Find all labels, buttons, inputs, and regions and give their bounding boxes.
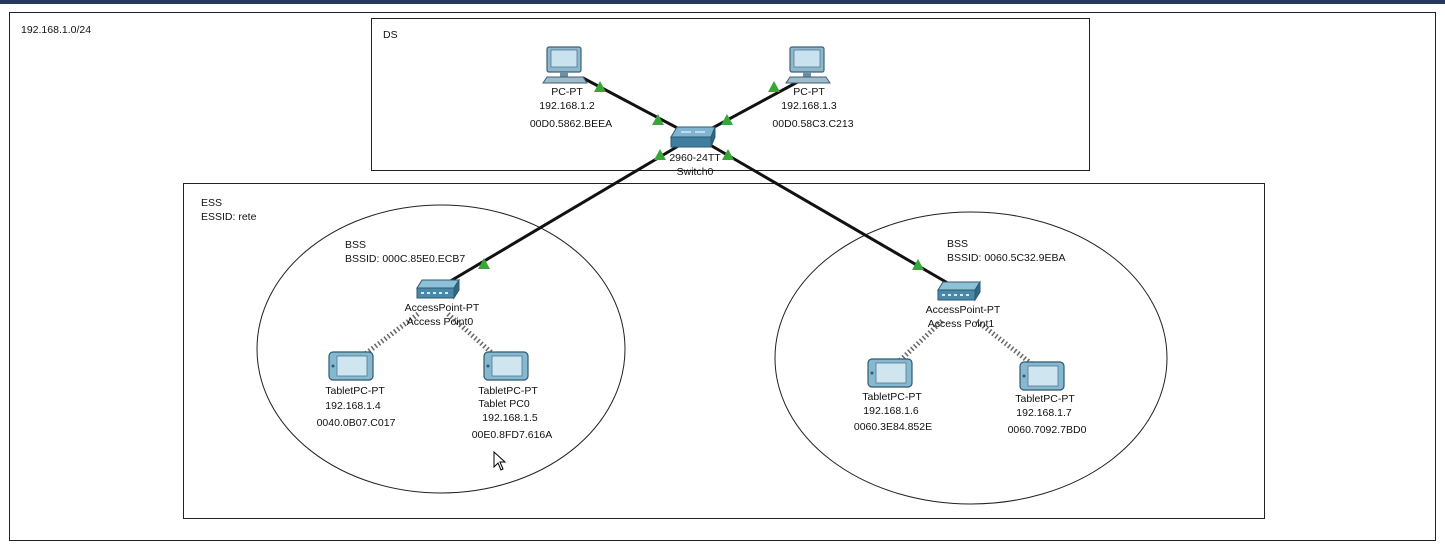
tablet0-mac-label: 0040.0B07.C017 [316, 417, 396, 429]
desktop-pc-icon[interactable] [785, 46, 831, 84]
essid-label: ESSID: rete [201, 211, 257, 223]
mouse-cursor-icon [493, 450, 507, 471]
port-status-icon [768, 81, 780, 92]
tablet2-ip-label: 192.168.1.6 [863, 405, 919, 417]
tablet2-mac-label: 0060.3E84.852E [853, 421, 933, 433]
tablet2-model-label: TabletPC-PT [862, 391, 922, 403]
ap1-model-label: AccessPoint-PT [925, 304, 1001, 316]
port-status-icon [652, 114, 664, 125]
bss0-label: BSS [345, 239, 367, 251]
tablet-pc-icon[interactable] [483, 351, 529, 381]
port-status-icon [594, 81, 606, 92]
tablet-pc-icon[interactable] [1019, 361, 1065, 391]
switch-model-label: 2960-24TT [669, 152, 721, 164]
ap0-model-label: AccessPoint-PT [404, 302, 480, 314]
link-switch-ap0[interactable] [435, 140, 687, 291]
port-status-icon [721, 114, 733, 125]
switch-icon[interactable] [670, 126, 716, 148]
bss-area-0 [256, 204, 626, 494]
ess-label: ESS [201, 197, 223, 209]
tablet1-model-label: TabletPC-PT [478, 385, 538, 397]
network-label: 192.168.1.0/24 [21, 24, 92, 36]
tablet0-ip-label: 192.168.1.4 [325, 400, 381, 412]
port-status-icon [654, 149, 666, 160]
pc0-mac-label: 00D0.5862.BEEA [529, 118, 613, 130]
desktop-pc-icon[interactable] [542, 46, 588, 84]
bss1-label: BSS [947, 238, 969, 250]
port-status-icon [912, 259, 924, 270]
pc0-model-label: PC-PT [551, 86, 583, 98]
ess-area [183, 183, 1265, 519]
ap1-name-label: Access Point1 [927, 318, 995, 330]
tablet1-ip-label: 192.168.1.5 [482, 412, 538, 424]
port-status-icon [478, 258, 490, 269]
network-area [9, 12, 1436, 541]
switch-name-label: Switch0 [676, 166, 714, 178]
bss0-bssid-label: BSSID: 000C.85E0.ECB7 [345, 253, 466, 265]
access-point-icon[interactable] [937, 280, 981, 302]
pc0-ip-label: 192.168.1.2 [539, 100, 595, 112]
tablet0-model-label: TabletPC-PT [325, 385, 385, 397]
pc1-ip-label: 192.168.1.3 [781, 100, 837, 112]
window-top-bar [0, 0, 1445, 4]
tablet3-ip-label: 192.168.1.7 [1016, 407, 1072, 419]
tablet3-model-label: TabletPC-PT [1015, 393, 1075, 405]
ds-area [371, 18, 1090, 171]
pc1-model-label: PC-PT [793, 86, 825, 98]
tablet3-mac-label: 0060.7092.7BD0 [1007, 424, 1087, 436]
bss1-bssid-label: BSSID: 0060.5C32.9EBA [947, 252, 1066, 264]
link-pc1-switch[interactable] [703, 76, 807, 134]
tablet-pc-icon[interactable] [328, 351, 374, 381]
tablet1-mac-label: 00E0.8FD7.616A [471, 429, 553, 441]
tablet-pc-icon[interactable] [867, 358, 913, 388]
tablet1-name-label: Tablet PC0 [478, 398, 530, 410]
bss-area-1 [774, 211, 1168, 505]
port-status-icon [722, 149, 734, 160]
ap0-name-label: Access Point0 [406, 316, 474, 328]
ds-label: DS [383, 29, 398, 41]
pc1-mac-label: 00D0.58C3.C213 [772, 118, 854, 130]
access-point-icon[interactable] [416, 278, 460, 300]
